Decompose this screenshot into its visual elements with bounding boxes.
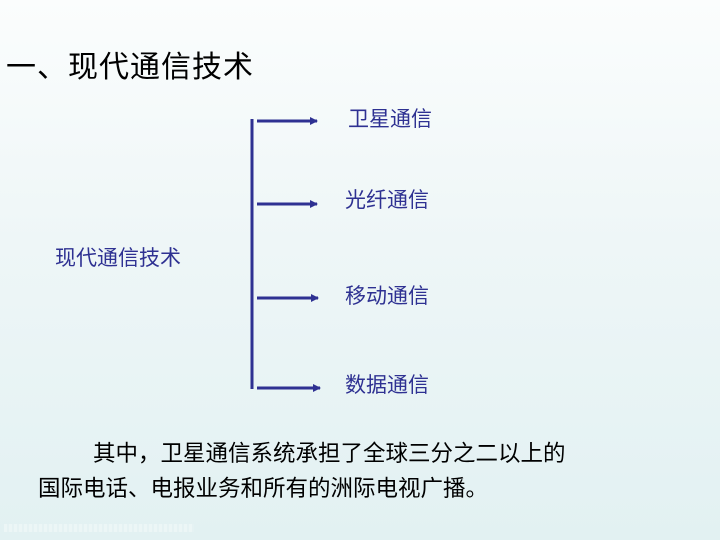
body-paragraph: 其中，卫星通信系统承担了全球三分之二以上的 国际电话、电报业务和所有的洲际电视广… <box>38 437 698 507</box>
paragraph-line-2: 国际电话、电报业务和所有的洲际电视广播。 <box>38 476 489 502</box>
branch-label-satellite: 卫星通信 <box>348 107 432 131</box>
diagram-root-label: 现代通信技术 <box>55 246 181 270</box>
branch-label-fiber: 光纤通信 <box>345 188 429 212</box>
branch-label-mobile: 移动通信 <box>345 284 429 308</box>
branch-label-data: 数据通信 <box>345 373 429 397</box>
slide-title: 一、现代通信技术 <box>6 50 254 85</box>
footer-watermark <box>4 524 194 532</box>
paragraph-line-1: 其中，卫星通信系统承担了全球三分之二以上的 <box>93 441 566 467</box>
